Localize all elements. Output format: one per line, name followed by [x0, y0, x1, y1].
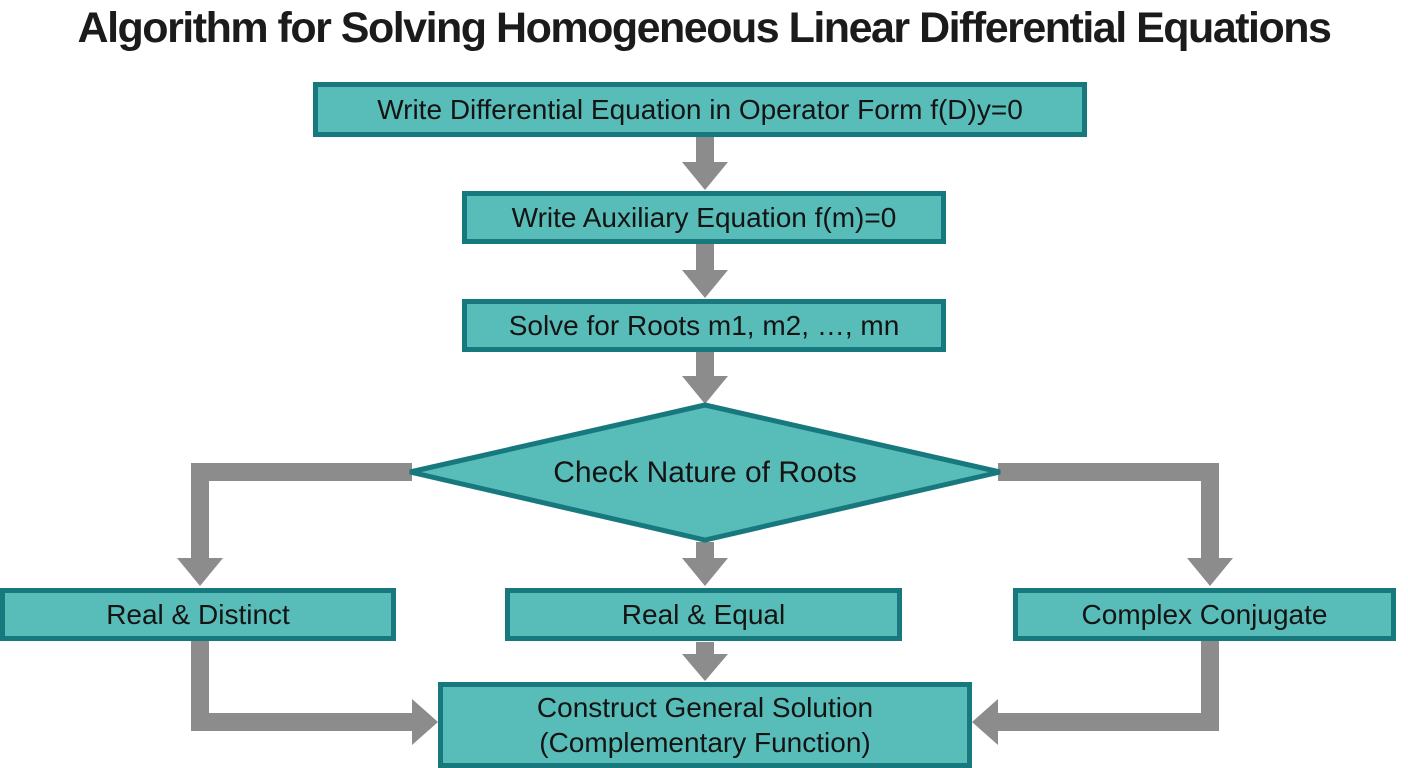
arrow-decision-complex-conjugate: [998, 463, 1233, 586]
node-case-real-equal: Real & Equal: [505, 588, 902, 641]
node-decision-shape: [409, 402, 1001, 543]
node-step3-label: Solve for Roots m1, m2, …, mn: [508, 310, 900, 341]
arrow-step3-decision: [682, 352, 728, 404]
arrow-step2-step3: [682, 244, 728, 298]
node-decision-label: Check Nature of Roots: [553, 456, 857, 489]
node-final-line2: (Complementary Function): [539, 727, 871, 758]
node-case-complex-conjugate: Complex Conjugate: [1013, 588, 1396, 641]
arrow-decision-real-equal: [682, 542, 728, 586]
arrow-step1-step2: [682, 137, 728, 190]
node-case-real-distinct-label: Real & Distinct: [106, 599, 290, 630]
node-step1-label: Write Differential Equation in Operator …: [377, 94, 1023, 125]
node-final-line1: Construct General Solution: [536, 692, 874, 723]
node-step2-label: Write Auxiliary Equation f(m)=0: [511, 202, 897, 233]
page-title: Algorithm for Solving Homogeneous Linear…: [77, 4, 1332, 52]
node-step3: Solve for Roots m1, m2, …, mn: [462, 299, 946, 352]
node-case-real-distinct: Real & Distinct: [0, 588, 396, 641]
node-case-complex-conjugate-label: Complex Conjugate: [1081, 599, 1328, 630]
arrow-decision-real-distinct: [177, 463, 412, 586]
arrow-complex-conjugate-final: [972, 638, 1219, 745]
node-case-real-equal-label: Real & Equal: [621, 599, 786, 630]
arrow-real-equal-final: [682, 642, 728, 681]
node-final: Construct General Solution (Complementar…: [438, 682, 972, 768]
node-step1: Write Differential Equation in Operator …: [313, 82, 1087, 137]
node-step2: Write Auxiliary Equation f(m)=0: [462, 191, 946, 244]
arrow-real-distinct-final: [191, 638, 438, 745]
node-decision: Check Nature of Roots: [400, 398, 1010, 548]
